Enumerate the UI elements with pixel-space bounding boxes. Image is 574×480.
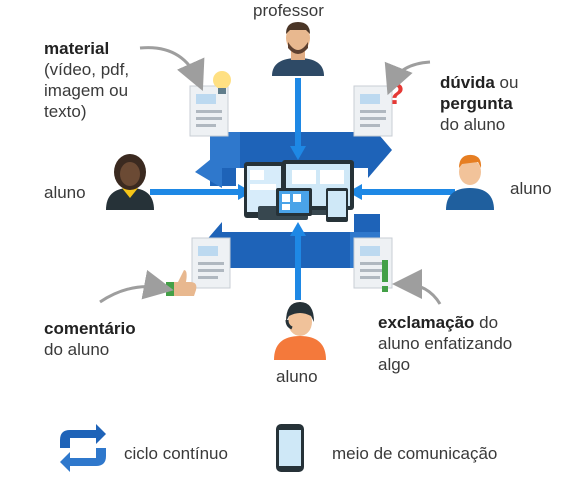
comentario-title: comentário [44, 319, 136, 338]
connection-lines [150, 78, 455, 300]
left-student-avatar-icon [106, 154, 154, 210]
devices-icon [244, 160, 354, 222]
cycle-legend-icon [60, 424, 106, 472]
duvida-title: dúvida [440, 73, 495, 92]
callout-arrows [99, 46, 442, 305]
document-lightbulb-icon [189, 71, 231, 137]
professor-avatar-icon [272, 22, 324, 76]
duvida-line-3: do aluno [440, 115, 506, 134]
exclamacao-callout: exclamação do aluno enfatizando algo [378, 312, 512, 375]
right-student-label: aluno [510, 179, 552, 198]
material-line-1: (vídeo, pdf, [44, 60, 130, 79]
legend-cycle-label: ciclo contínuo [124, 444, 228, 463]
exclamacao-line-2: aluno enfatizando [378, 334, 513, 353]
material-line-3: texto) [44, 102, 87, 121]
bottom-student-label: aluno [276, 367, 318, 386]
exclamacao-title: exclamação [378, 313, 475, 332]
document-thumbs-up-icon [166, 237, 231, 296]
document-exclamation-icon [353, 237, 393, 292]
exclamacao-line-3: algo [378, 355, 411, 374]
exclamacao-connector: do [474, 313, 499, 332]
pergunta-title: pergunta [440, 94, 513, 113]
right-student-avatar-icon [446, 154, 494, 210]
comentario-line-2: do aluno [44, 340, 110, 359]
phone-legend-icon [276, 424, 304, 472]
svg-text:?: ? [386, 78, 404, 111]
comentario-callout: comentário do aluno [44, 318, 136, 360]
legend-device-label: meio de comunicação [332, 444, 498, 463]
professor-label: professor [253, 1, 324, 20]
document-question-icon: ? [353, 78, 404, 137]
material-line-2: imagem ou [44, 81, 129, 100]
material-callout: material (vídeo, pdf, imagem ou texto) [44, 38, 129, 122]
material-title: material [44, 39, 110, 58]
left-student-label: aluno [44, 183, 86, 202]
duvida-callout: dúvida ou pergunta do aluno [440, 72, 518, 135]
duvida-connector: ou [494, 73, 519, 92]
bottom-student-avatar-icon [274, 302, 326, 360]
